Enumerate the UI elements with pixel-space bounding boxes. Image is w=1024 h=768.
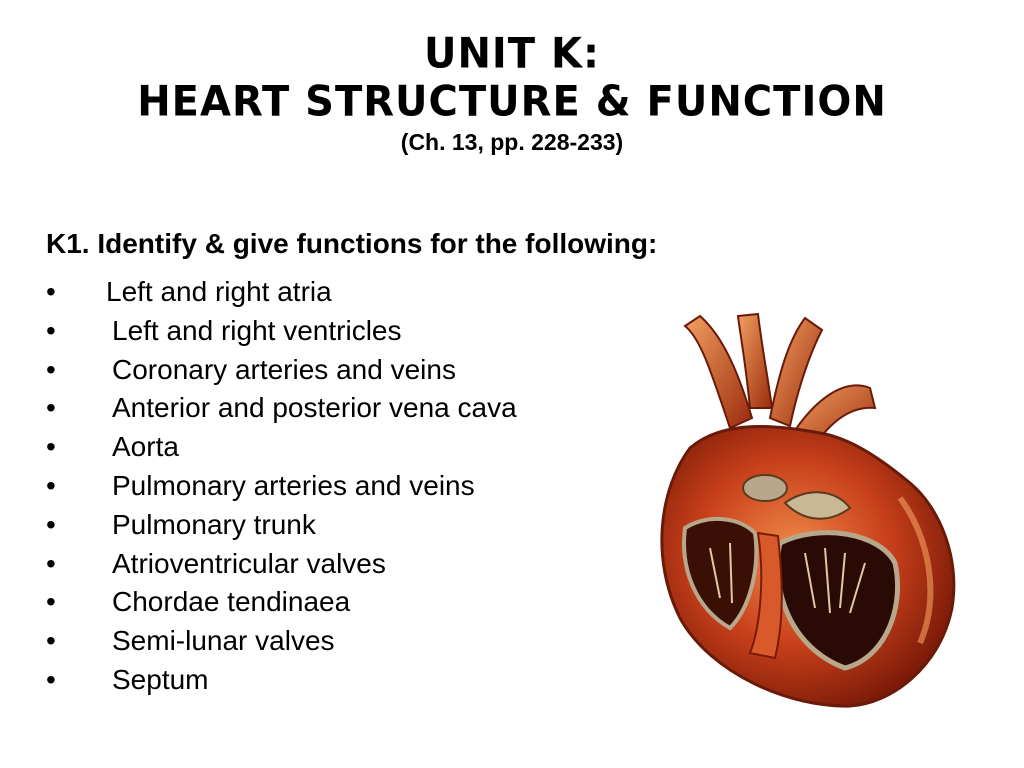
list-item-text: Semi-lunar valves (112, 625, 335, 657)
bullet-icon: • (46, 314, 56, 346)
list-item-text: Septum (112, 663, 209, 695)
great-vessel (768, 316, 824, 428)
list-item-text: Left and right ventricles (112, 314, 402, 346)
bullet-icon: • (46, 508, 56, 540)
valve (742, 474, 788, 502)
valve (783, 491, 852, 520)
list-item-text: Chordae tendinaea (112, 586, 351, 618)
chapter-reference: (Ch. 13, pp. 228-233) (400, 129, 624, 155)
title-line-topic: Heart Structure & Function (137, 77, 887, 127)
slide-title: Unit K: Heart Structure & Function (Ch. … (0, 30, 1024, 158)
aorta-arch (683, 314, 754, 430)
title-line-unit: Unit K: (423, 29, 601, 79)
septum (748, 531, 783, 660)
list-item-text: Pulmonary arteries and veins (112, 469, 475, 501)
bullet-icon: • (46, 276, 56, 307)
heart-cross-section-illustration (660, 312, 956, 708)
objective-heading: K1. Identify & give functions for the fo… (46, 228, 658, 259)
right-ventricle-chamber (682, 516, 759, 631)
list-item-text: Atrioventricular valves (112, 547, 386, 579)
bullet-icon: • (46, 663, 56, 695)
chordae-tendinae (709, 542, 733, 604)
list-item-text: Anterior and posterior vena cava (112, 392, 517, 424)
bullet-icon: • (46, 431, 56, 463)
bullet-icon: • (46, 547, 56, 579)
great-vessel (736, 312, 774, 409)
bullet-icon: • (46, 469, 56, 501)
list-item-text: Aorta (112, 431, 179, 463)
list-item-text: Coronary arteries and veins (112, 353, 456, 385)
bullet-icon: • (46, 586, 56, 618)
list-item-text: Left and right atria (106, 276, 332, 307)
heart-wall-highlight (897, 496, 934, 645)
bullet-icon: • (46, 353, 56, 385)
bullet-icon: • (46, 625, 56, 657)
bullet-icon: • (46, 392, 56, 424)
list-item-text: Pulmonary trunk (112, 508, 316, 540)
chordae-tendinae (804, 547, 866, 614)
